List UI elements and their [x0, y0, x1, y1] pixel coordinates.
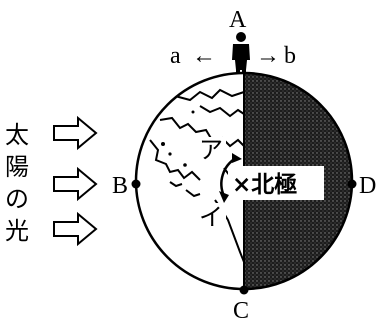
label-a: A — [229, 7, 247, 33]
point-b — [132, 180, 141, 189]
sun-char-4: 光 — [5, 217, 29, 245]
sun-char-3: の — [5, 185, 29, 213]
kana-a-label: ア — [199, 136, 223, 164]
sunlight-arrow-icon — [54, 169, 96, 199]
sun-char-2: 陽 — [5, 153, 29, 181]
sunlight-arrow-icon — [54, 118, 96, 148]
arrow-b-icon: → — [256, 43, 280, 69]
point-c — [240, 286, 249, 295]
point-d — [348, 180, 357, 189]
label-b: B — [112, 173, 128, 199]
label-c: C — [233, 298, 249, 324]
sunlight-arrow-icon — [54, 214, 96, 244]
kana-i-label: イ — [199, 203, 223, 231]
person-icon — [232, 32, 250, 74]
sun-char-1: 太 — [5, 121, 29, 149]
label-b-direction: b — [284, 43, 296, 69]
label-d: D — [359, 173, 376, 199]
north-pole-label: ×北極 — [232, 171, 297, 198]
arrow-a-icon: ← — [192, 43, 216, 69]
label-a-direction: a — [170, 43, 181, 69]
